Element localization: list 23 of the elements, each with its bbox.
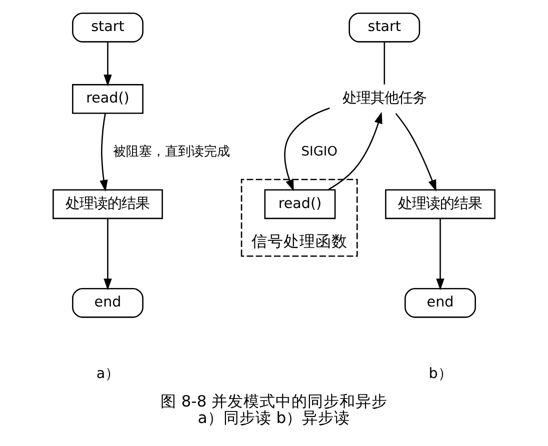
edge-label: SIGIO: [301, 144, 338, 160]
node-box: end: [72, 288, 144, 318]
arrow: [395, 113, 436, 192]
node-box: end: [404, 288, 476, 318]
arrow: [436, 218, 444, 290]
caption: a）同步读 b）异步读: [198, 409, 350, 428]
connector: [384, 42, 386, 84]
edge-label: 被阻塞，直到读完成: [112, 144, 230, 160]
node-box: start: [348, 12, 420, 42]
node-box: 处理读的结果: [52, 189, 163, 220]
node-box: read(): [264, 189, 336, 220]
node-box: 处理读的结果: [385, 189, 496, 220]
node-box: start: [72, 12, 144, 42]
node-text: 处理其他任务: [342, 90, 426, 107]
arrow: [104, 218, 112, 290]
diagram-title: 图 8-8 并发模式中的同步和异步: [160, 392, 388, 410]
arrow: [104, 42, 112, 86]
label: b）: [428, 366, 452, 382]
arrow: [100, 113, 108, 192]
label: a）: [96, 366, 120, 382]
arrow: [284, 107, 330, 192]
node-box: read(): [72, 84, 144, 114]
arrow: [328, 112, 382, 190]
